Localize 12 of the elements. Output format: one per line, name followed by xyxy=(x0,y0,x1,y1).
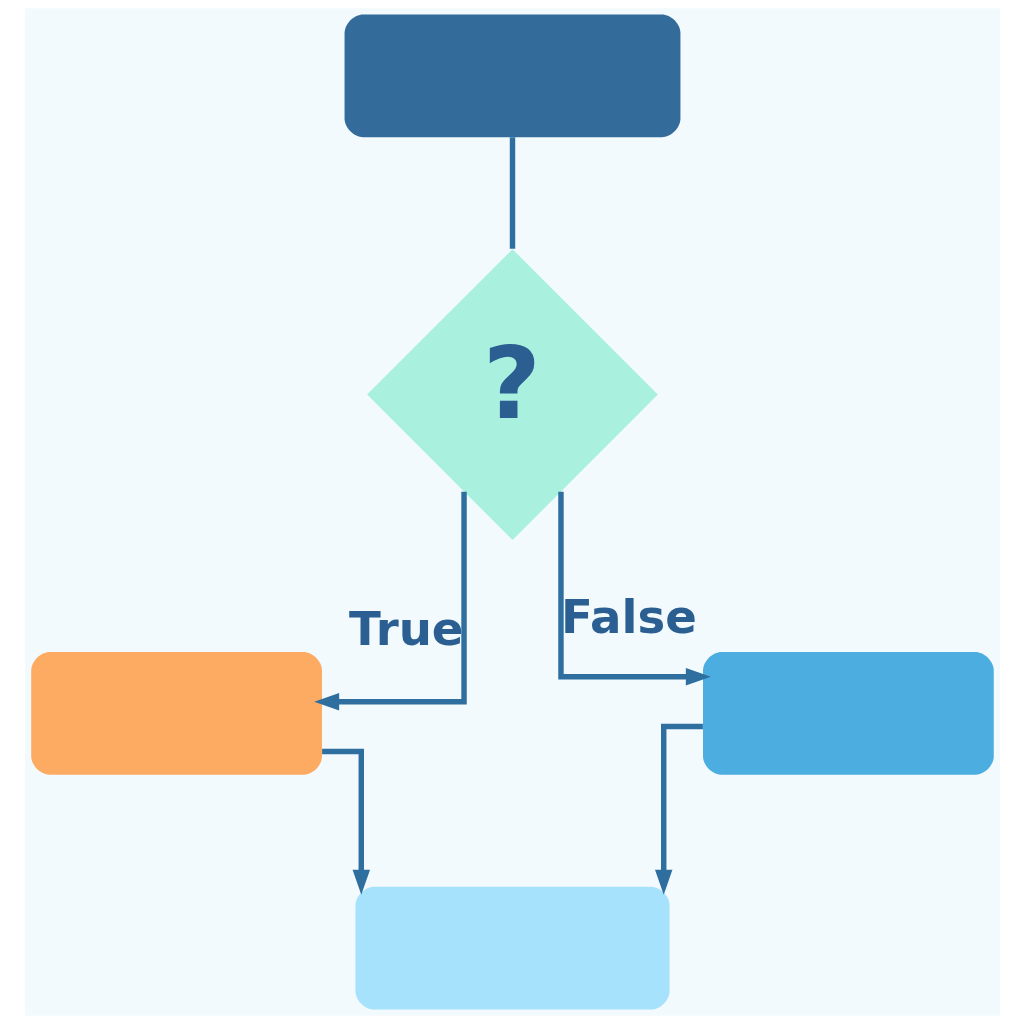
arrow xyxy=(557,491,711,686)
node-box xyxy=(30,651,322,775)
node-box xyxy=(344,14,680,138)
edge-label: False xyxy=(560,589,697,644)
node-box xyxy=(354,886,670,1010)
edge-label: True xyxy=(348,602,463,656)
connector xyxy=(509,137,515,249)
node-diamond: ? xyxy=(366,249,658,540)
arrow xyxy=(321,748,370,895)
node-box xyxy=(702,651,994,775)
arrow xyxy=(313,491,467,711)
arrow xyxy=(654,723,703,895)
